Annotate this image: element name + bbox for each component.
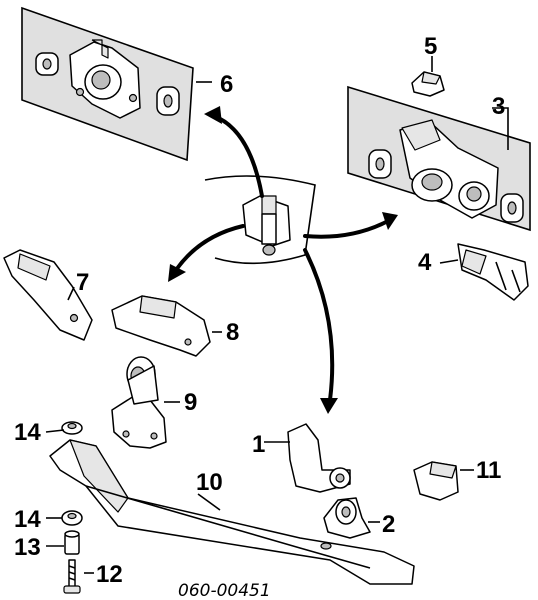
part-4-bracket [457, 243, 529, 301]
callout-9: 9 [184, 389, 197, 416]
callout-14-lower: 14 [14, 506, 41, 533]
leader-lines [45, 56, 509, 574]
callout-12: 12 [96, 561, 123, 588]
part-1-mount [287, 423, 351, 493]
part-10-crossmember [49, 439, 415, 585]
part-13-spacer [64, 530, 80, 555]
callout-3: 3 [492, 93, 505, 120]
callout-6: 6 [220, 71, 233, 98]
callout-2: 2 [382, 511, 395, 538]
curved-arrows [168, 106, 398, 414]
callout-8: 8 [226, 319, 239, 346]
part-5-nut [411, 71, 445, 97]
callout-4: 4 [418, 249, 432, 276]
detail-panel-3 [347, 85, 531, 232]
engine-block-sketch [204, 175, 316, 265]
callout-11: 11 [476, 457, 501, 484]
callout-10: 10 [196, 469, 223, 496]
part-2-mount [323, 497, 371, 539]
part-12-bolt [63, 559, 81, 594]
part-9-mount [111, 356, 167, 449]
callout-13: 13 [14, 534, 41, 561]
part-11-bracket [413, 461, 459, 501]
callout-1: 1 [252, 431, 265, 458]
callout-5: 5 [424, 33, 437, 60]
callout-7: 7 [76, 269, 89, 296]
part-8-bracket [111, 295, 211, 357]
part-7-bracket [3, 249, 93, 341]
diagram-code: 060-00451 [178, 581, 271, 600]
detail-panel-6 [21, 6, 194, 162]
part-14-upper [61, 421, 83, 435]
part-14-lower [61, 510, 83, 526]
callout-14-upper: 14 [14, 419, 41, 446]
